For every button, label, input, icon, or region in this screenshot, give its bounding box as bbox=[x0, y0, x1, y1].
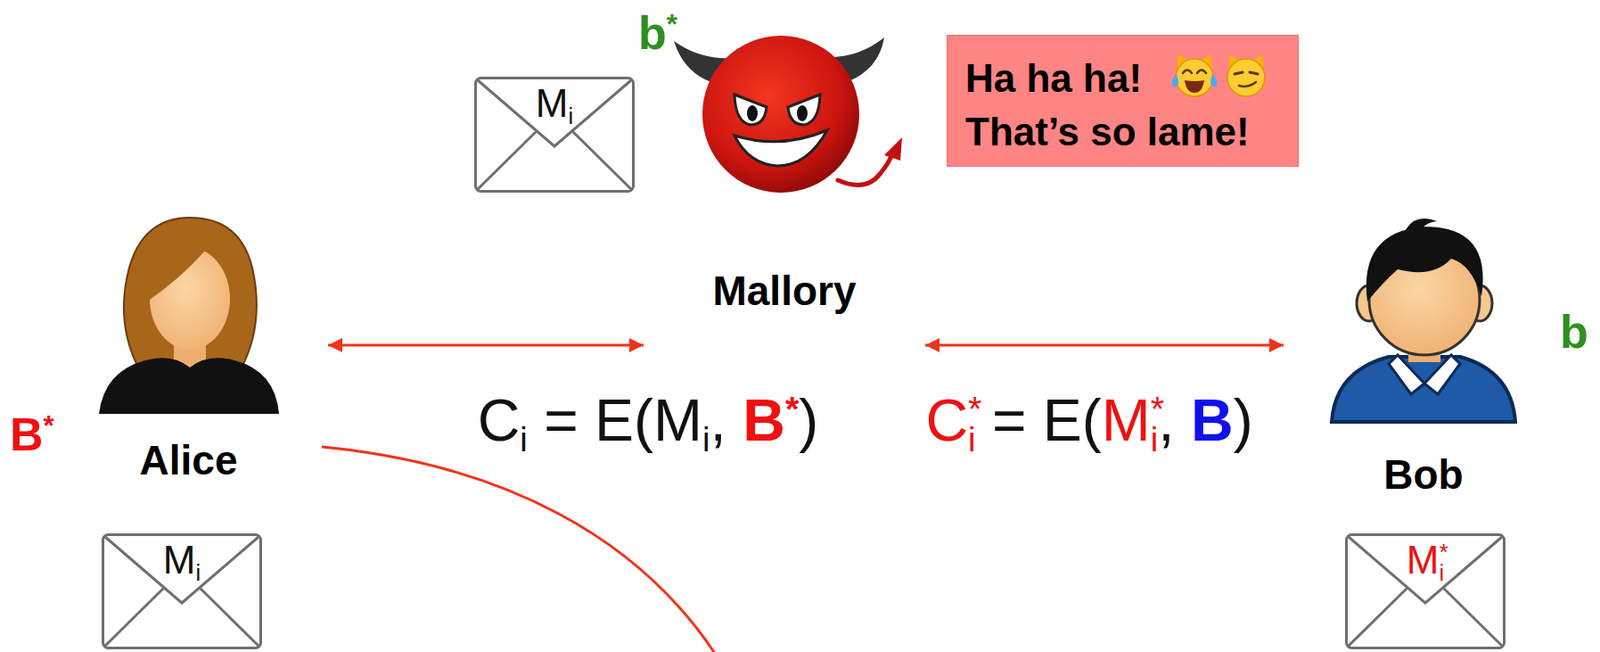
devil-icon bbox=[673, 35, 903, 193]
envelope-body bbox=[1346, 534, 1505, 649]
envelope-label: Mi bbox=[101, 536, 263, 584]
math-symbol: M bbox=[653, 386, 703, 453]
arrow-head bbox=[1269, 337, 1284, 353]
bob-icon bbox=[1331, 218, 1516, 422]
math-symbol: ) bbox=[798, 386, 819, 453]
hair bbox=[1366, 226, 1484, 302]
cat-mouth bbox=[1238, 82, 1256, 87]
cipher-formula: C*i = E(M*i, B) bbox=[925, 385, 1253, 456]
message-arrow bbox=[925, 337, 1284, 353]
envelope-label: Mi bbox=[474, 80, 635, 128]
alice-icon bbox=[98, 217, 279, 414]
devil-tail-tip bbox=[884, 137, 903, 161]
envelope-flap bbox=[477, 80, 632, 189]
math-symbol: = E( bbox=[976, 386, 1102, 453]
subscript: i bbox=[567, 103, 574, 129]
envelope-icon bbox=[475, 78, 634, 192]
cipher-formula: Ci = E(Mi, B*) bbox=[477, 385, 820, 456]
math-symbol: B bbox=[742, 386, 786, 453]
subscript: i bbox=[1150, 419, 1159, 459]
cat-face bbox=[1175, 58, 1214, 97]
actor-node: Bob bbox=[1326, 213, 1521, 500]
collar bbox=[1388, 354, 1425, 394]
actor-name: Alice bbox=[91, 436, 286, 485]
arrow-head bbox=[328, 337, 343, 353]
arrow-head bbox=[925, 337, 940, 353]
envelope-node: Mi bbox=[101, 533, 263, 649]
private-key-label: b bbox=[1559, 303, 1589, 360]
laughing-cat bbox=[1172, 54, 1218, 97]
shirt bbox=[1331, 356, 1516, 422]
superscript: * bbox=[785, 388, 799, 428]
cat-face bbox=[1227, 58, 1265, 97]
superscript: * bbox=[43, 410, 55, 442]
speech-text: That’s so lame! bbox=[965, 109, 1250, 154]
actor-node: Mallory bbox=[686, 30, 883, 361]
devil-eye bbox=[734, 94, 767, 125]
actor-name: Bob bbox=[1326, 451, 1521, 499]
envelope-icon bbox=[1346, 534, 1505, 649]
envelope-flap bbox=[1348, 536, 1502, 646]
speech-line: That’s so lame! bbox=[965, 105, 1280, 159]
subscript: i bbox=[195, 559, 201, 585]
envelope-body bbox=[475, 78, 634, 192]
envelope-flap bbox=[105, 536, 259, 646]
math-symbol: B bbox=[9, 408, 44, 460]
arrow-line bbox=[328, 344, 644, 347]
torso bbox=[98, 357, 279, 414]
envelope-label: M*i bbox=[1345, 536, 1506, 584]
math-symbol: b bbox=[1559, 305, 1589, 358]
math-symbol: C bbox=[925, 386, 969, 453]
subscript: i bbox=[519, 419, 528, 459]
actor-name: Mallory bbox=[686, 267, 883, 315]
superscript: * bbox=[666, 8, 678, 41]
cat-tear bbox=[1172, 73, 1218, 87]
private-key-label: b* bbox=[638, 5, 678, 61]
smirk-cat bbox=[1227, 54, 1265, 97]
devil-pupil bbox=[796, 105, 808, 122]
math-symbol: M bbox=[1101, 386, 1151, 453]
collar bbox=[1424, 354, 1461, 394]
envelope-node: Mi bbox=[474, 76, 635, 193]
subscript: i bbox=[702, 419, 711, 459]
math-symbol: M bbox=[1406, 537, 1440, 582]
math-symbol: ) bbox=[1233, 386, 1254, 453]
speech-text: Ha ha ha! bbox=[965, 56, 1142, 100]
subscript: i bbox=[968, 419, 977, 459]
hair bbox=[123, 217, 257, 368]
math-symbol: = E( bbox=[527, 386, 654, 453]
arrow-line bbox=[925, 344, 1284, 347]
actor-node: Alice bbox=[91, 213, 286, 491]
public-key-label: B* bbox=[9, 406, 55, 462]
devil-face bbox=[702, 35, 860, 193]
math-symbol: M bbox=[535, 81, 569, 125]
devil-pupil bbox=[746, 105, 758, 122]
arrow-head bbox=[629, 337, 644, 353]
devil-eye bbox=[787, 94, 821, 125]
cat-eyes bbox=[1234, 72, 1258, 74]
devil-grin bbox=[734, 130, 828, 166]
fringe bbox=[147, 231, 240, 302]
speech-box: Ha ha ha! That’s so lame! bbox=[946, 34, 1299, 167]
math-symbol: B bbox=[1190, 386, 1234, 453]
math-symbol: M bbox=[163, 537, 197, 582]
cat-emoji bbox=[1169, 51, 1273, 100]
hair-tuft bbox=[1404, 218, 1437, 234]
cat-mouth bbox=[1184, 80, 1205, 93]
envelope-node: M*i bbox=[1345, 533, 1506, 649]
math-symbol: , bbox=[1157, 386, 1191, 453]
subscript: i bbox=[1438, 559, 1445, 585]
math-symbol: b bbox=[638, 7, 667, 59]
envelope-icon bbox=[103, 534, 262, 649]
curve-line bbox=[321, 446, 723, 652]
message-arrow bbox=[328, 337, 644, 353]
math-symbol: C bbox=[477, 386, 521, 453]
math-symbol: , bbox=[710, 386, 744, 453]
cat-eyes bbox=[1182, 70, 1207, 74]
envelope-body bbox=[103, 534, 262, 649]
